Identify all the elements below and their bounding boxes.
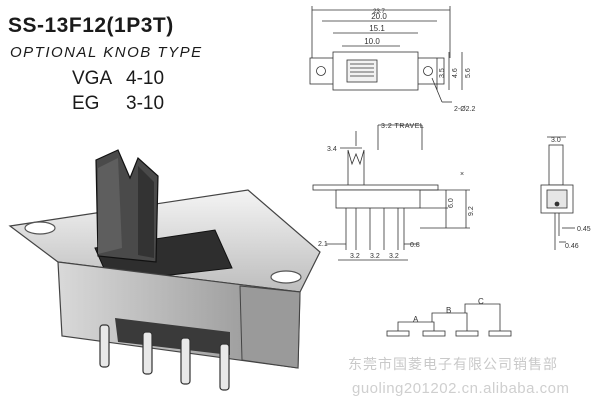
spec-label: EG (72, 93, 100, 114)
slide-knob (95, 149, 159, 263)
dim-pin-height: 9.2 (468, 206, 475, 216)
spec-row-eg: EG 3-10 (72, 93, 164, 115)
position-a: A (413, 315, 419, 324)
dim-knob-height: 3.4 (327, 146, 337, 153)
terminal-pins (99, 324, 230, 391)
spec-row-vga: VGA 4-10 (72, 68, 164, 90)
dim-body-height: 6.0 (448, 198, 455, 208)
spec-label: VGA (72, 68, 113, 89)
dim-top-2: 15.1 (369, 24, 385, 33)
position-c: C (478, 297, 484, 306)
dim-pin-width: 0.8 (410, 242, 420, 249)
product-title: SS-13F12(1P3T) (8, 14, 174, 37)
dim-side-thickness: 0.45 (577, 226, 591, 233)
dim-side-width: 3.0 (551, 137, 561, 144)
travel-label: 3.2 TRAVEL (381, 123, 424, 130)
switch-photo (8, 149, 321, 391)
dim-top-4: 3.5 (439, 68, 446, 78)
dim-top-5: 4.6 (452, 68, 459, 78)
dim-pin-offset: 2.1 (318, 241, 328, 248)
dim-side-pin: 0.46 (565, 243, 579, 250)
product-subtitle: OPTIONAL KNOB TYPE (10, 44, 203, 61)
position-b: B (446, 306, 451, 315)
spec-value: 3-10 (126, 93, 165, 114)
dim-top-3: 10.0 (364, 37, 380, 46)
dim-top-6: 5.6 (465, 68, 472, 78)
side-view-drawing (540, 136, 575, 250)
mount-hole-right (270, 270, 302, 284)
spec-value: 4-10 (126, 68, 165, 89)
hole-callout: 2-Ø2.2 (454, 106, 476, 113)
mount-hole-left (24, 221, 56, 235)
dim-top-overall: 23.7 (373, 9, 385, 15)
dim-pitch-1: 3.2 (350, 253, 360, 260)
top-view-drawing (309, 6, 463, 103)
watermark-url: guoling201202.cn.alibaba.com (352, 380, 570, 397)
center-marker: × (460, 171, 464, 178)
dim-top-1: 20.0 (371, 12, 387, 21)
dim-pitch-3: 3.2 (389, 253, 399, 260)
position-schematic (386, 303, 512, 337)
watermark-company: 东莞市国菱电子有限公司销售部 (348, 356, 558, 372)
dim-pitch-2: 3.2 (370, 253, 380, 260)
front-view-drawing (312, 124, 470, 261)
